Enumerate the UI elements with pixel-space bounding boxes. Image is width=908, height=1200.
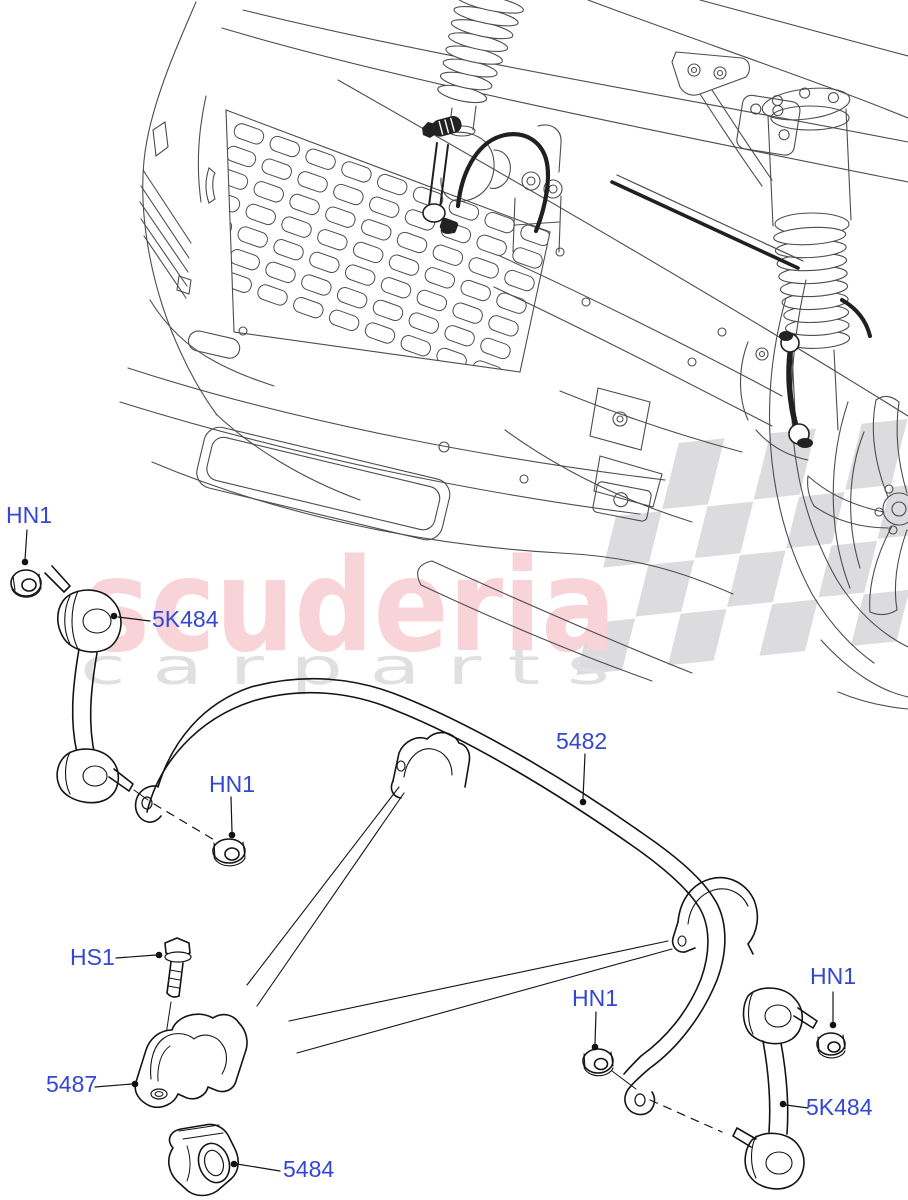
stabilizer-bar-drawing (134, 677, 759, 1116)
vehicle-front-line-art (119, 0, 908, 710)
bolt-hs1-drawing (157, 937, 192, 1088)
grille (225, 109, 551, 373)
middle-nut-drawing (212, 838, 246, 867)
front-wheel (768, 279, 908, 710)
part-label-hn1-middle: HN1 (209, 771, 256, 797)
part-label-hn1-bottom-right: HN1 (810, 963, 857, 989)
right-stabilizer-link-drawing (732, 987, 846, 1190)
bracket-5487-drawing (134, 1013, 248, 1109)
part-label-hn1-top-left: HN1 (6, 502, 53, 528)
bushing-5484-drawing (168, 1123, 239, 1197)
installed-stabilizer-parts (422, 116, 872, 448)
locator-lines (246, 786, 673, 1054)
part-label-5484-bushing: 5484 (283, 1156, 335, 1182)
part-label-5487-bracket: 5487 (46, 1071, 98, 1097)
bottom-middle-nut-drawing (582, 1048, 723, 1133)
watermark-subtitle-text: c a r p a r t s (80, 638, 610, 696)
air-strut-bellows-right (773, 226, 851, 349)
watermark-brand-text: scuderia (84, 532, 616, 681)
part-label-5k484-right: 5K484 (806, 1094, 873, 1120)
left-stabilizer-link-drawing (10, 565, 217, 842)
checkered-flag-watermark (576, 419, 908, 676)
part-label-5k484-left: 5K484 (152, 606, 219, 632)
air-strut-bellows-top (437, 0, 524, 104)
part-label-hn1-bottom-middle: HN1 (572, 985, 619, 1011)
part-label-5482-bar: 5482 (556, 728, 608, 754)
part-label-hs1-bolt: HS1 (70, 944, 115, 970)
callout-leader-lines (21, 529, 837, 1172)
